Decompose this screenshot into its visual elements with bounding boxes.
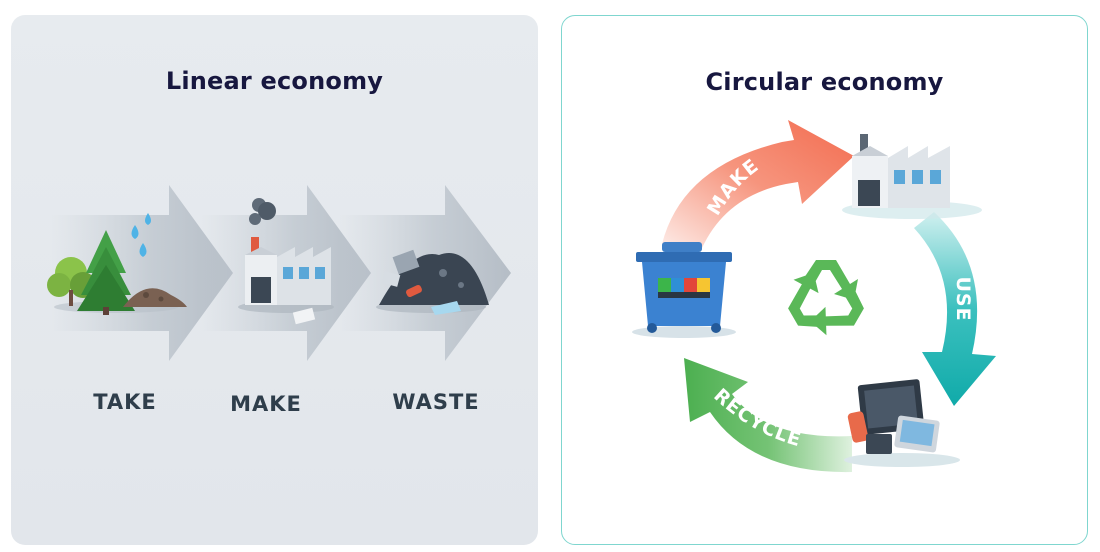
recycling-bin-icon [632,242,736,338]
arrow-label-use: USE [952,276,974,321]
step-label-take: TAKE [93,390,157,414]
trees-icon [47,230,178,315]
linear-economy-title: Linear economy [165,67,384,95]
soil-pile-icon [123,288,187,307]
factory-icon [238,198,334,325]
arrow-use: USE [914,212,996,406]
linear-economy-panel: Linear economy [11,15,538,545]
water-drops-icon [131,213,151,257]
circular-economy-diagram: MAKE USE RECYCLE [632,120,996,473]
recycle-symbol-icon [788,260,864,336]
linear-economy-diagram: TAKE MAKE WASTE [47,185,511,416]
arrow-recycle: RECYCLE [684,358,852,473]
circular-economy-panel: Circular economy [561,15,1088,545]
arrow-take [51,185,233,361]
step-label-waste: WASTE [392,390,479,414]
electronics-icon [844,379,960,467]
trash-heap-icon [376,249,489,315]
factory-icon [842,134,982,219]
circular-economy-title: Circular economy [705,68,944,96]
arrow-make: MAKE [662,120,854,248]
step-label-make: MAKE [230,392,302,416]
